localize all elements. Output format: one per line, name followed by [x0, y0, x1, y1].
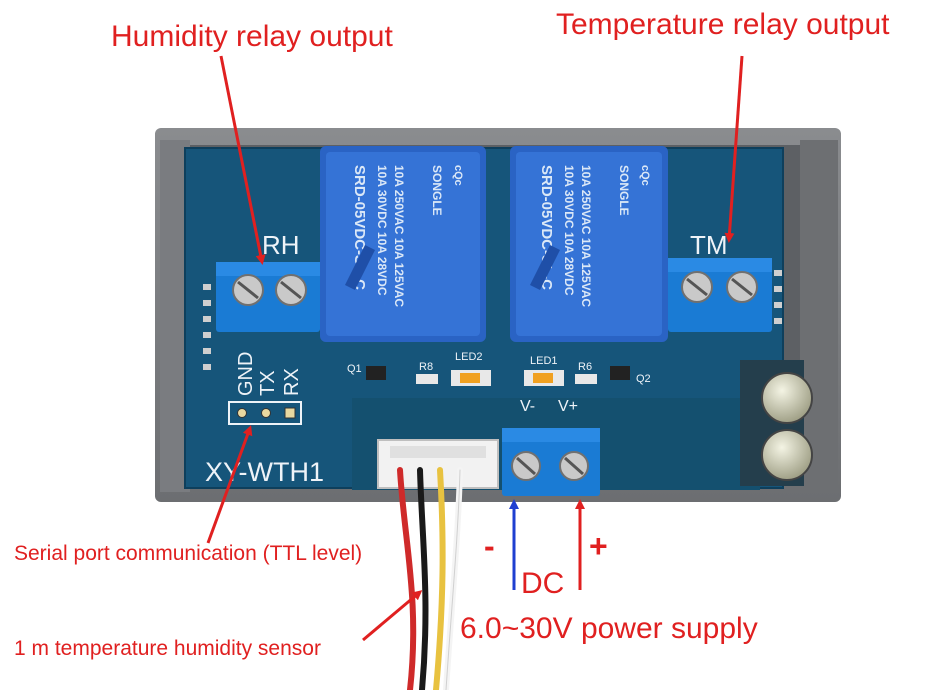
relay-brand: SONGLE — [617, 165, 631, 216]
rh-label: RH — [262, 230, 300, 260]
temperature-relay: SRD-05VDC-SL-C 10A 30VDC 10A 28VDC 10A 2… — [510, 146, 668, 342]
temperature-relay-arrow — [724, 55, 744, 243]
power-terminal-block — [502, 428, 600, 496]
power-supply-callout: 6.0~30V power supply — [460, 612, 758, 645]
board-model: XY-WTH1 — [205, 457, 324, 487]
pin-label-rx: RX — [281, 368, 303, 396]
relay-brand: SONGLE — [430, 165, 444, 216]
serial-pin-labels: GND TX RX — [235, 352, 303, 396]
left-pin-header — [203, 284, 211, 370]
q1-label: Q1 — [347, 363, 362, 375]
relay-rating-ac: 10A 250VAC 10A 125VAC — [392, 165, 406, 307]
humidity-relay-arrow — [219, 55, 266, 265]
right-pin-header — [774, 270, 782, 324]
temperature-relay-callout: Temperature relay output — [556, 8, 890, 41]
r6-label: R6 — [578, 361, 592, 373]
v-minus-label: V- — [520, 398, 535, 415]
sensor-arrow — [362, 590, 423, 642]
pin-label-tx: TX — [257, 370, 279, 396]
r8-label: R8 — [419, 361, 433, 373]
relay-cert: cQc — [452, 165, 464, 186]
relay-cert: cQc — [639, 165, 651, 186]
annotation-arrows — [206, 55, 744, 642]
dc-plus-sign: + — [589, 528, 608, 564]
relay-rating-dc: 10A 30VDC 10A 28VDC — [562, 165, 576, 296]
tm-label: TM — [690, 230, 728, 260]
serial-port-arrow — [206, 425, 253, 544]
serial-port-pads — [228, 401, 302, 425]
temperature-terminal-block — [668, 258, 772, 332]
sensor-cable — [397, 467, 463, 690]
sensor-callout: 1 m temperature humidity sensor — [14, 637, 321, 660]
dc-minus-sign: - — [484, 528, 495, 564]
dc-label: DC — [521, 567, 565, 600]
pin-label-gnd: GND — [235, 352, 257, 396]
smd-components: Q1 R8 LED2 LED1 R6 Q2 — [347, 351, 651, 386]
q2-label: Q2 — [636, 373, 651, 385]
serial-port-callout: Serial port communication (TTL level) — [14, 542, 363, 565]
humidity-relay-callout: Humidity relay output — [111, 20, 393, 53]
v-plus-label: V+ — [558, 398, 578, 415]
capacitors — [761, 372, 813, 481]
led1-label: LED1 — [530, 355, 558, 367]
humidity-relay: SRD-05VDC-SL-C 10A 30VDC 10A 28VDC 10A 2… — [320, 146, 486, 342]
led2-label: LED2 — [455, 351, 483, 363]
humidity-terminal-block — [216, 262, 320, 332]
relay-rating-ac: 10A 250VAC 10A 125VAC — [579, 165, 593, 307]
relay-rating-dc: 10A 30VDC 10A 28VDC — [375, 165, 389, 296]
